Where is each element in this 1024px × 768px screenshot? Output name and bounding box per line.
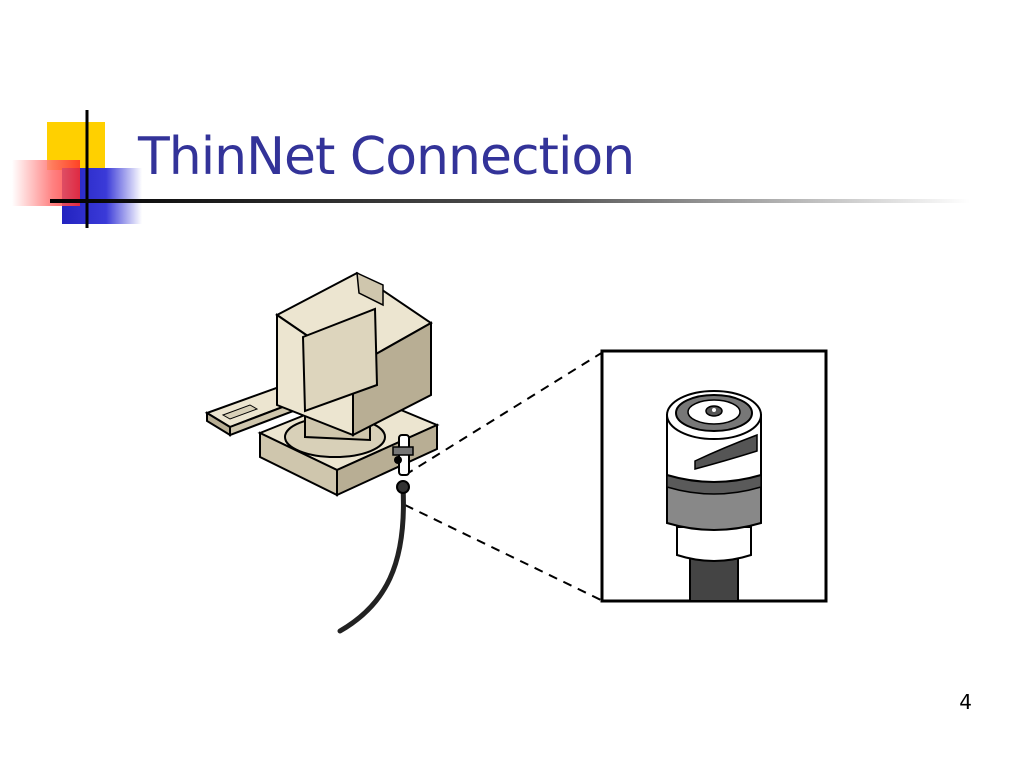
title-underline <box>50 199 970 203</box>
page-number: 4 <box>959 690 972 714</box>
slide-title: ThinNet Connection <box>138 127 635 187</box>
computer-with-bnc-connector-icon <box>204 271 828 634</box>
corner-decoration-icon <box>12 110 142 228</box>
